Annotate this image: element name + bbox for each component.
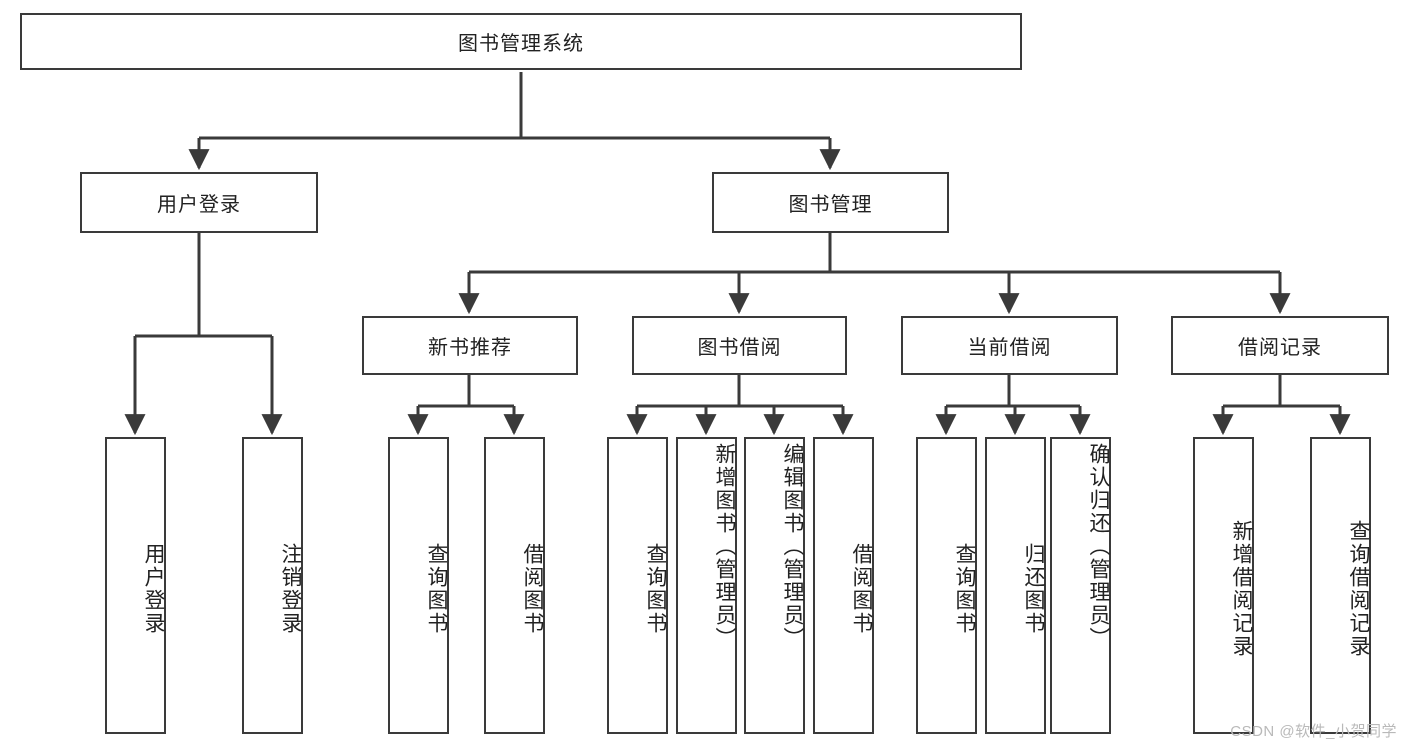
leaf-new-book-1[interactable]: 查询图书 — [388, 437, 449, 734]
leaf-user-login-2[interactable]: 注销登录 — [242, 437, 303, 734]
node-label: 借阅记录 — [1238, 337, 1322, 359]
leaf-borrow-record-1[interactable]: 新增借阅记录 — [1193, 437, 1254, 734]
leaf-current-borrow-3[interactable]: 确认归还（管理员） — [1050, 437, 1111, 734]
node-label: 新书推荐 — [428, 337, 512, 359]
watermark: CSDN @软件_小贺同学 — [1230, 723, 1397, 740]
leaf-current-borrow-1[interactable]: 查询图书 — [916, 437, 977, 734]
node-label: 归还图书 — [1022, 542, 1045, 635]
leaf-book-borrow-2[interactable]: 新增图书（管理员） — [676, 437, 737, 734]
node-label: 注销登录 — [279, 542, 302, 635]
node-label: 用户登录 — [142, 542, 165, 635]
node-root-system[interactable]: 图书管理系统 — [20, 13, 1022, 70]
node-label: 查询借阅记录 — [1347, 519, 1370, 658]
node-label: 用户登录 — [157, 194, 241, 216]
node-label: 图书管理 — [788, 194, 873, 216]
node-label: 借阅图书 — [850, 542, 873, 635]
node-user-login[interactable]: 用户登录 — [80, 172, 318, 233]
node-book-borrow[interactable]: 图书借阅 — [632, 316, 847, 375]
node-borrow-record[interactable]: 借阅记录 — [1171, 316, 1389, 375]
node-label: 图书管理系统 — [458, 33, 584, 55]
node-new-book-recommend[interactable]: 新书推荐 — [362, 316, 578, 375]
leaf-book-borrow-1[interactable]: 查询图书 — [607, 437, 668, 734]
node-label: 借阅图书 — [521, 542, 544, 635]
node-label: 查询图书 — [425, 542, 448, 635]
leaf-book-borrow-3[interactable]: 编辑图书（管理员） — [744, 437, 805, 734]
node-current-borrow[interactable]: 当前借阅 — [901, 316, 1118, 375]
node-label: 新增借阅记录 — [1230, 519, 1253, 658]
node-label: 当前借阅 — [967, 337, 1052, 359]
node-label: 新增图书（管理员） — [713, 443, 736, 650]
node-label: 确认归还（管理员） — [1087, 443, 1110, 650]
leaf-user-login-1[interactable]: 用户登录 — [105, 437, 166, 734]
leaf-new-book-2[interactable]: 借阅图书 — [484, 437, 545, 734]
leaf-borrow-record-2[interactable]: 查询借阅记录 — [1310, 437, 1371, 734]
node-label: 查询图书 — [644, 542, 667, 635]
node-label: 图书借阅 — [697, 337, 782, 359]
node-label: 编辑图书（管理员） — [781, 443, 804, 650]
node-label: 查询图书 — [953, 542, 976, 635]
node-book-management[interactable]: 图书管理 — [712, 172, 949, 233]
leaf-book-borrow-4[interactable]: 借阅图书 — [813, 437, 874, 734]
leaf-current-borrow-2[interactable]: 归还图书 — [985, 437, 1046, 734]
